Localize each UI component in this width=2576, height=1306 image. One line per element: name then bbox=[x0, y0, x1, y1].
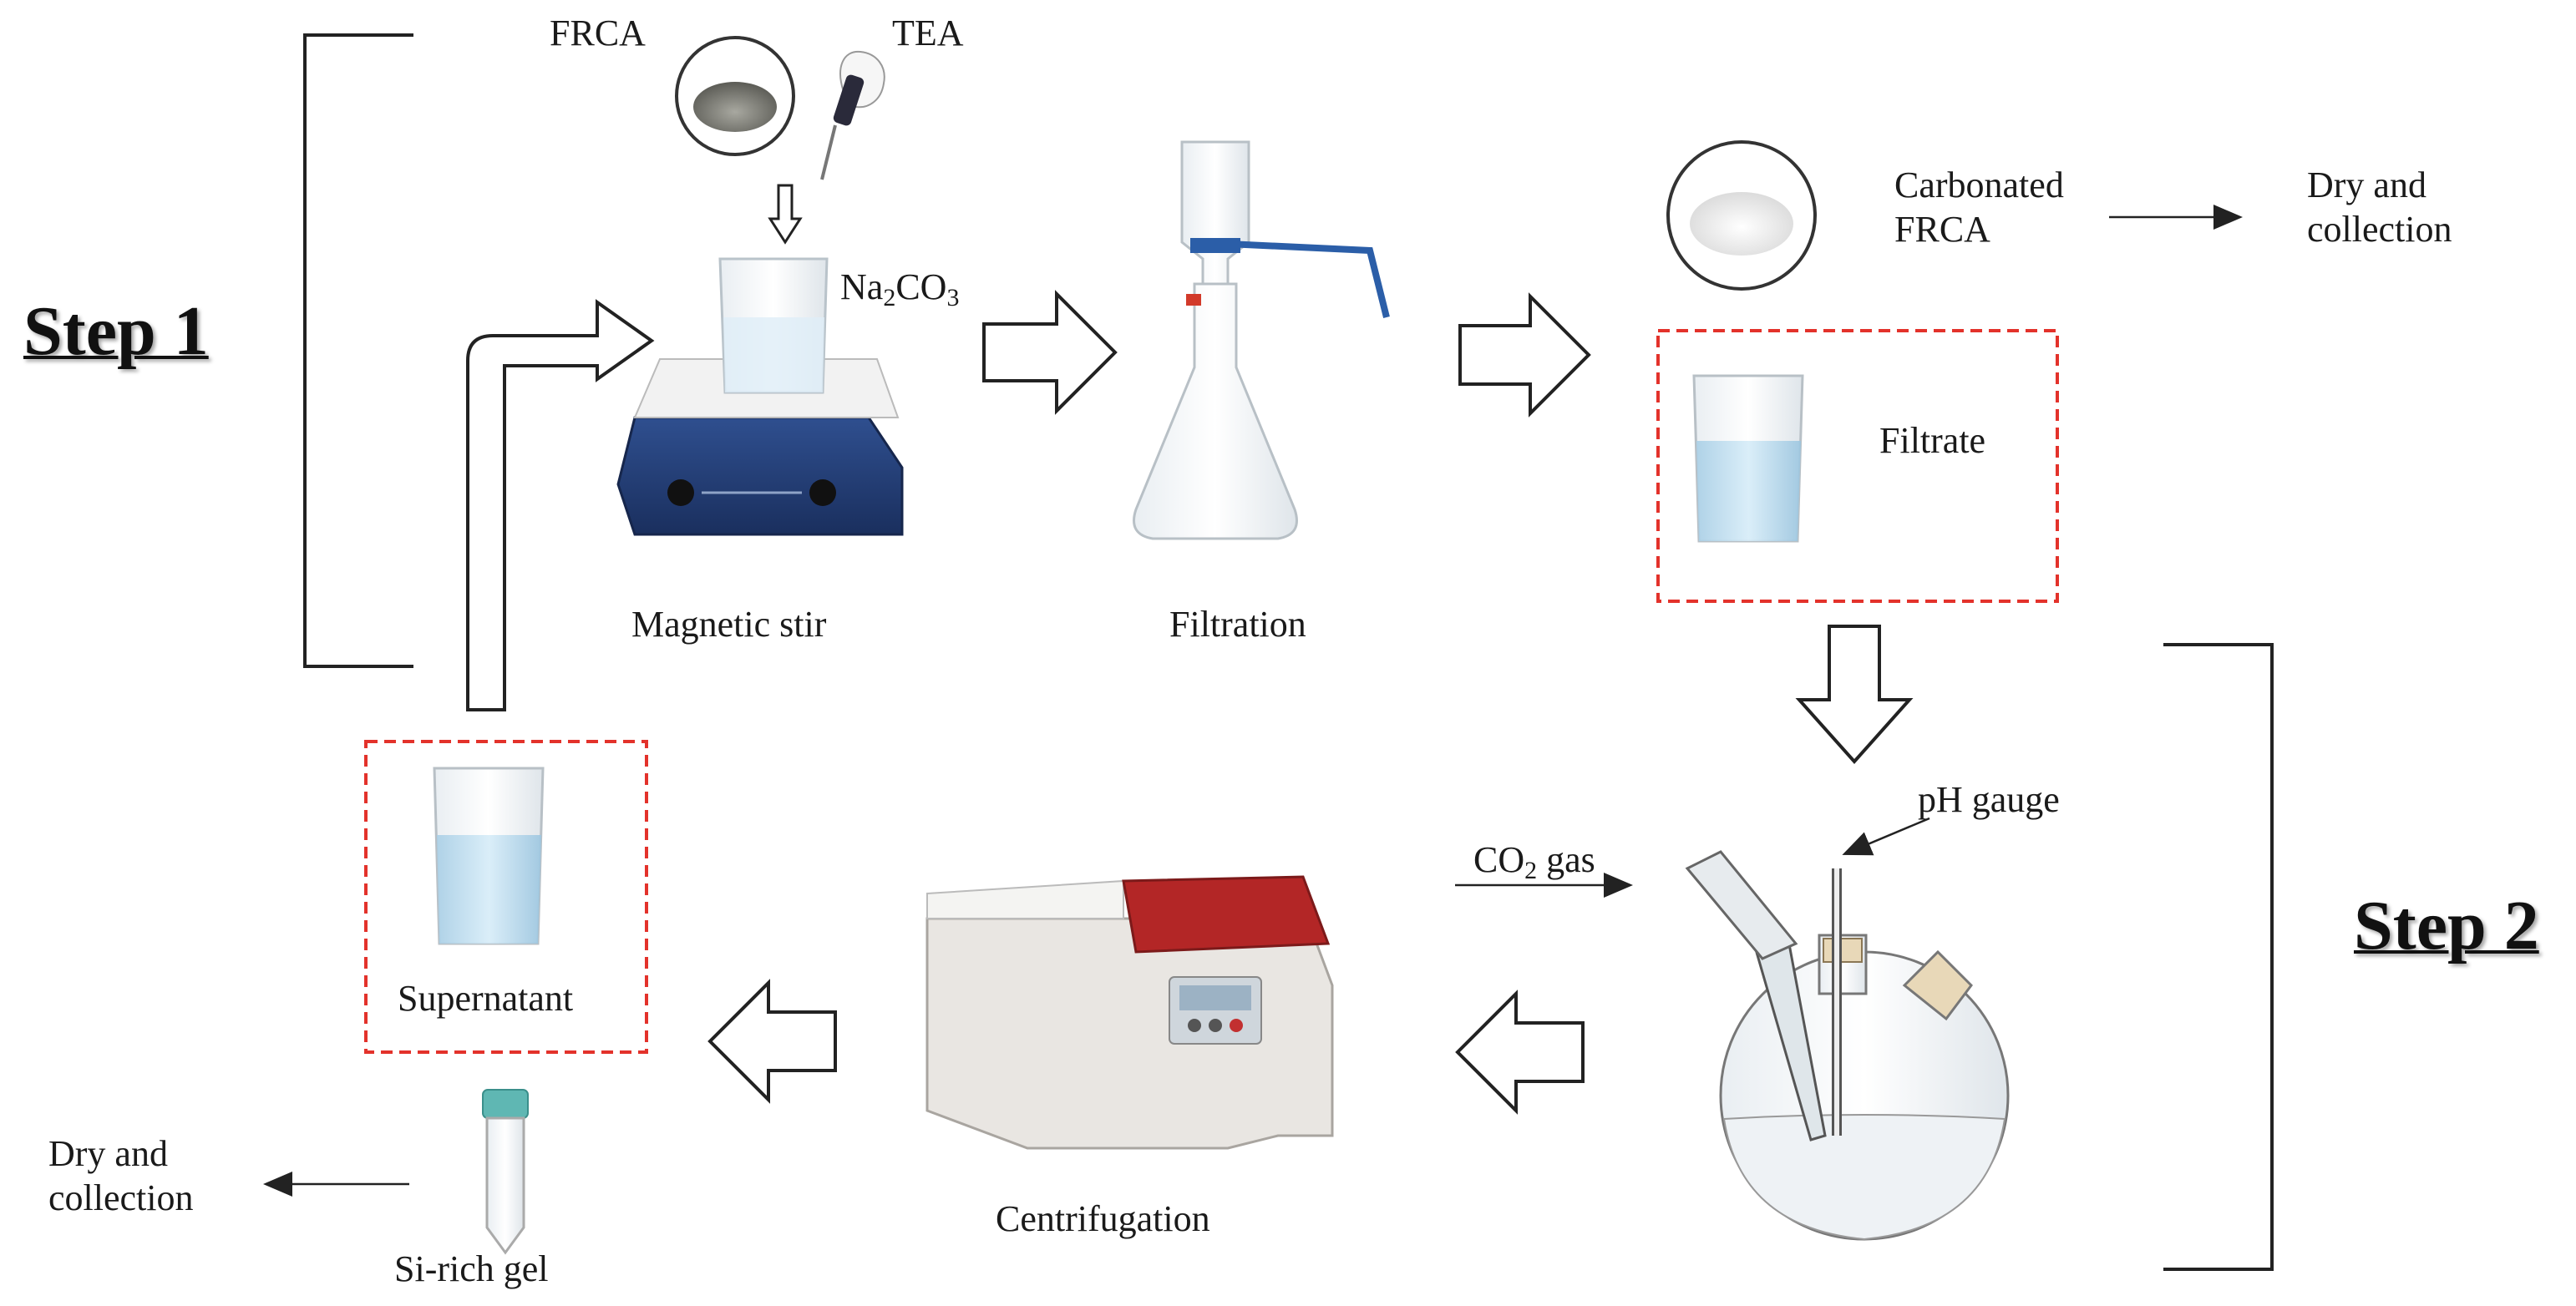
magnetic-stirrer-icon bbox=[616, 257, 904, 536]
tea-label: TEA bbox=[892, 13, 964, 53]
carbonated-line2: FRCA bbox=[1894, 208, 1990, 250]
filtration-label: Filtration bbox=[1169, 604, 1306, 645]
co2-co: CO bbox=[1473, 839, 1525, 880]
down-arrow-small bbox=[768, 184, 803, 245]
filtrate-label: Filtrate bbox=[1879, 420, 1986, 461]
step1-label: Step 1 bbox=[23, 292, 209, 370]
step2-bracket bbox=[2163, 643, 2274, 1271]
dry-top-line2: collection bbox=[2307, 208, 2452, 250]
step1-bracket bbox=[303, 33, 413, 668]
step2-label: Step 2 bbox=[2354, 887, 2539, 964]
co2-sub-2: 2 bbox=[1524, 857, 1538, 884]
carbonated-powder-icon bbox=[1666, 140, 1817, 291]
co2-gas-label: CO2 gas bbox=[1473, 838, 1595, 886]
recycle-arrow bbox=[466, 299, 655, 711]
na2co3-na: Na bbox=[840, 266, 884, 307]
dry-bottom-line1: Dry and bbox=[48, 1133, 168, 1174]
centrifugation-label: Centrifugation bbox=[996, 1198, 1210, 1239]
si-gel-label: Si-rich gel bbox=[394, 1248, 549, 1289]
centrifuge-icon bbox=[925, 875, 1334, 1150]
frca-sample-icon bbox=[675, 36, 795, 156]
frca-label: FRCA bbox=[550, 13, 646, 53]
carbonated-line1: Carbonated bbox=[1894, 165, 2064, 205]
na2co3-sub-3: 3 bbox=[946, 284, 960, 311]
filtrate-box bbox=[1656, 329, 2059, 603]
na2co3-sub-2: 2 bbox=[883, 284, 896, 311]
arrow-to-reactor bbox=[1795, 625, 1914, 765]
arrow-to-products bbox=[1458, 292, 1591, 418]
supernatant-box bbox=[364, 740, 648, 1054]
magnetic-stir-label: Magnetic stir bbox=[631, 604, 827, 645]
pipette-icon bbox=[820, 50, 885, 180]
dry-bottom-line2: collection bbox=[48, 1177, 194, 1218]
arrow-ph-gauge bbox=[1842, 817, 1930, 856]
supernatant-beaker-icon bbox=[433, 767, 545, 945]
filtration-flask-icon bbox=[1133, 140, 1390, 540]
filtrate-beaker-icon bbox=[1692, 374, 1804, 543]
ph-gauge-label: pH gauge bbox=[1918, 779, 2060, 820]
arrow-to-supernatant bbox=[707, 979, 837, 1104]
centrifuge-tube-icon bbox=[482, 1089, 529, 1255]
na2co3-label: Na2CO3 bbox=[840, 266, 959, 313]
reactor-flask-icon bbox=[1685, 850, 2010, 1241]
na2co3-co: CO bbox=[895, 266, 947, 307]
co2-gas-word: gas bbox=[1537, 839, 1595, 880]
arrow-to-centrifuge bbox=[1455, 990, 1585, 1115]
arrow-to-filtration bbox=[982, 290, 1118, 415]
supernatant-label: Supernatant bbox=[398, 978, 574, 1019]
dry-top-line1: Dry and bbox=[2307, 165, 2426, 205]
